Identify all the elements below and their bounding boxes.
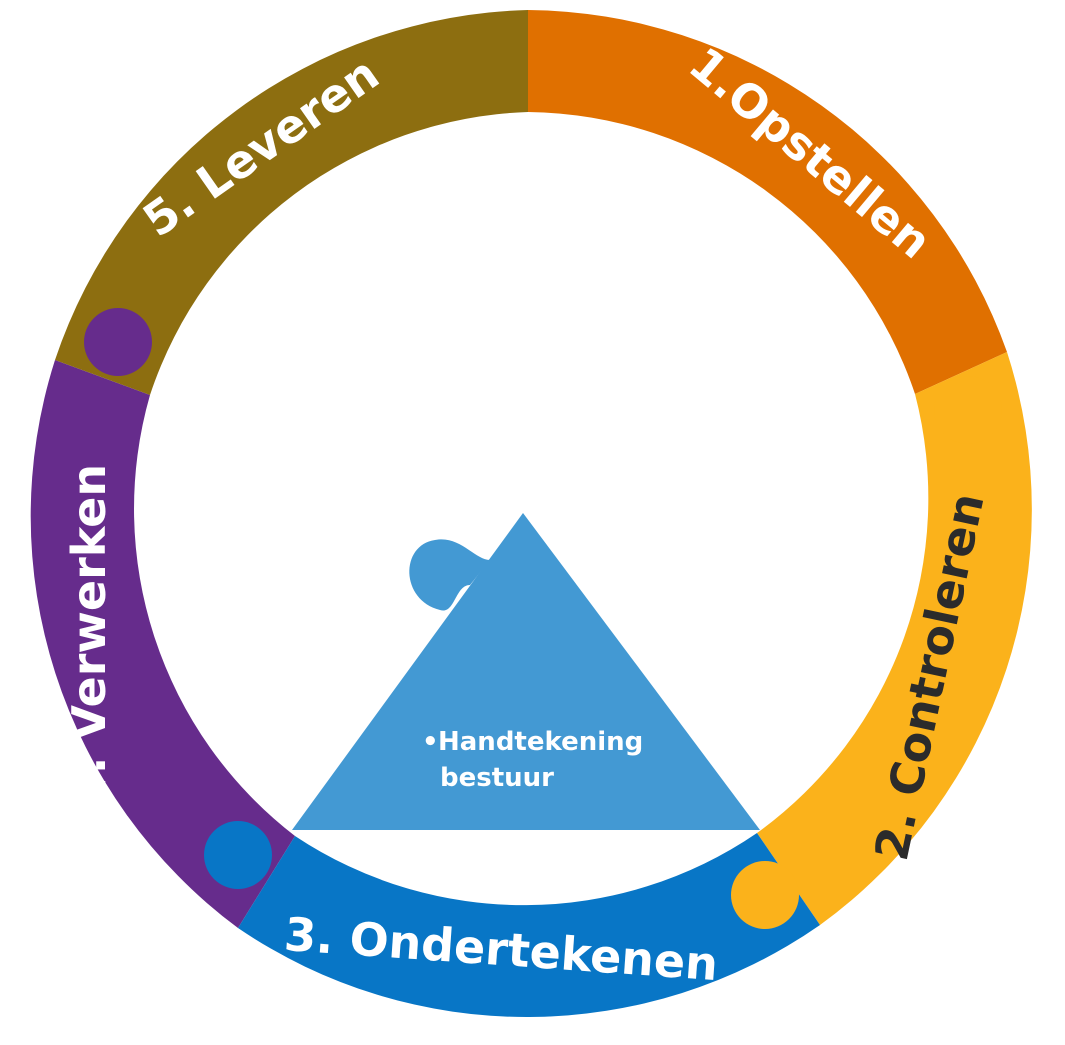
puzzle-knob-verwerken <box>84 308 152 376</box>
triangle-bullet-icon: • <box>422 727 439 757</box>
puzzle-knob-opstellen <box>533 36 601 104</box>
triangle-text-line-2: bestuur <box>440 763 554 793</box>
segment-opstellen <box>528 10 1007 394</box>
segment-ondertekenen <box>238 833 820 1018</box>
puzzle-knob-ondertekenen-left <box>204 821 272 889</box>
triangle-text-line-1: Handtekening <box>438 727 643 757</box>
segment-verwerken <box>30 360 296 928</box>
puzzle-knob-controleren <box>934 376 1002 444</box>
triangle-puzzle-knob <box>409 539 490 611</box>
puzzle-knob-ondertekenen-right <box>731 861 799 929</box>
segment-leveren <box>55 10 528 395</box>
label-verwerken: 4. Verwerken <box>62 464 116 806</box>
segment-controleren <box>757 352 1032 925</box>
center-triangle <box>292 513 760 830</box>
